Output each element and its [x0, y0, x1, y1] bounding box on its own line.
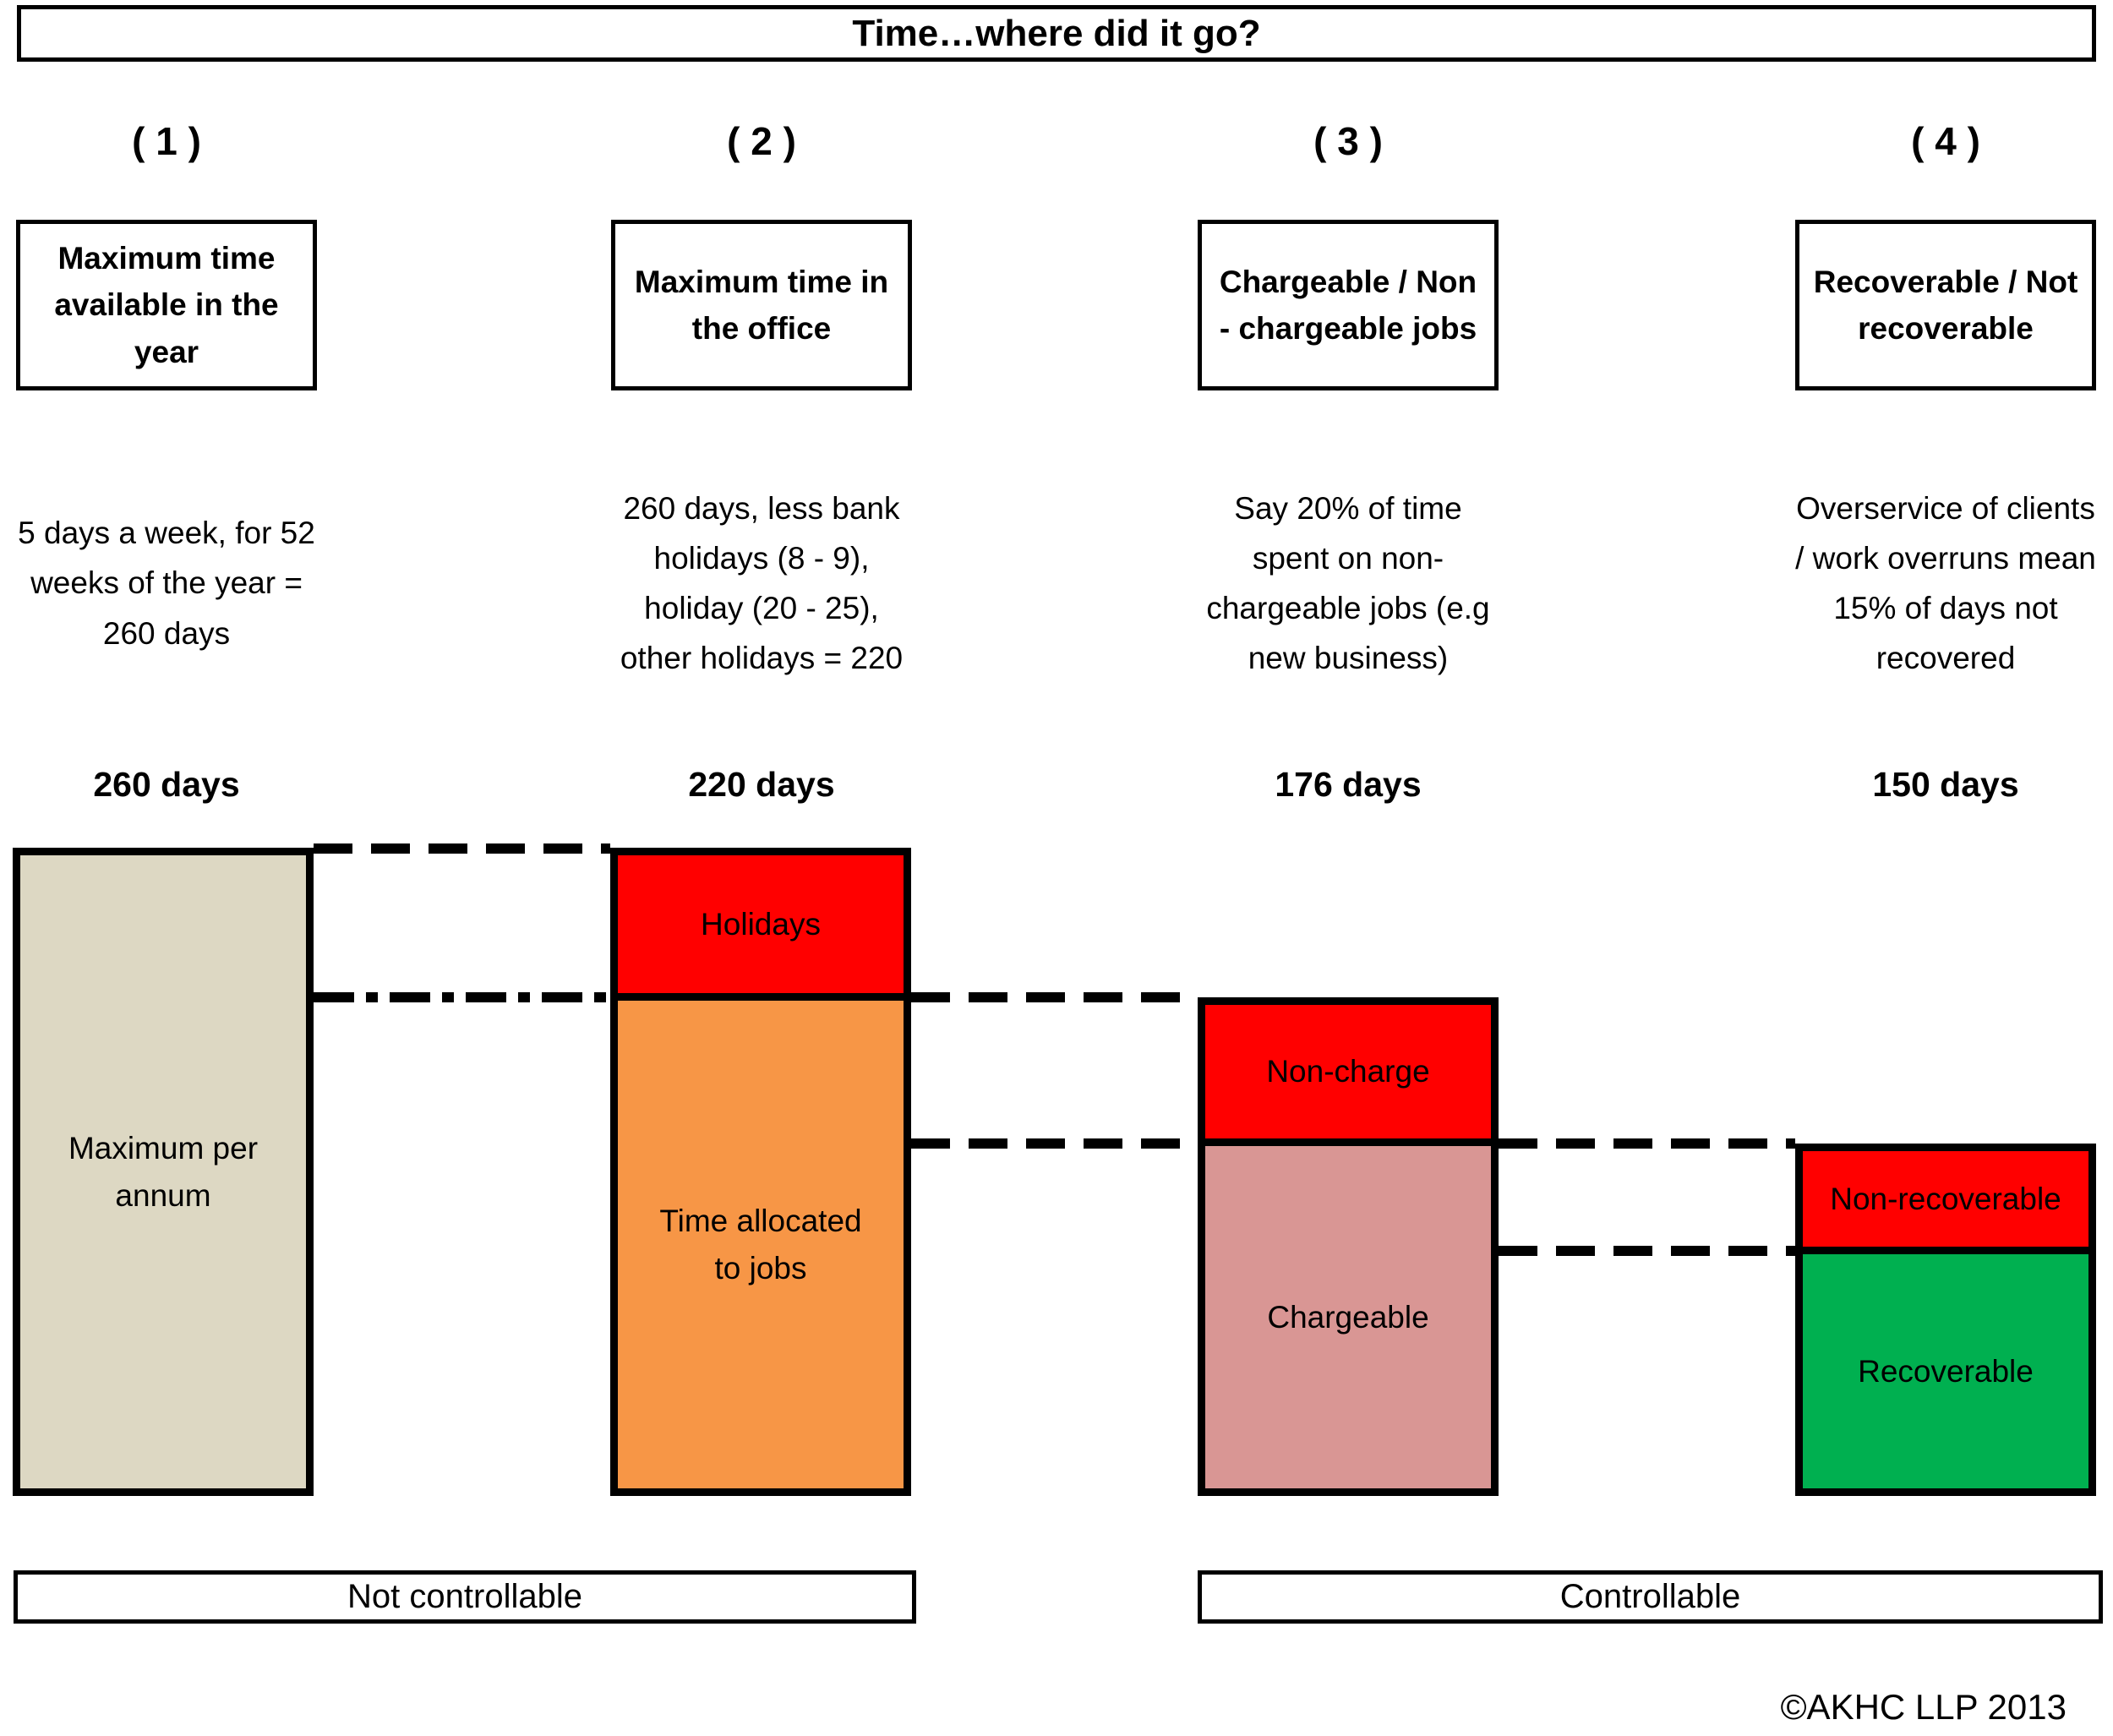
column-2-header-text: Maximum time in the office — [634, 264, 889, 347]
column-2-description-text: 260 days, less bank holidays (8 - 9), ho… — [620, 490, 904, 676]
column-2-description: 260 days, less bank holidays (8 - 9), ho… — [611, 423, 912, 744]
bar-segment-label: Time allocated to jobs — [659, 1204, 862, 1286]
bar-segment-non-recoverable: Non-recoverable — [1803, 1151, 2088, 1254]
column-3-days-label: 176 days — [1275, 765, 1422, 804]
column-4-days-label: 150 days — [1872, 765, 2019, 804]
bar-segment-label: Holidays — [701, 906, 821, 942]
column-4-header-box: Recoverable / Not recoverable — [1795, 220, 2096, 390]
column-2-header-box: Maximum time in the office — [611, 220, 912, 390]
column-4-description: Overservice of clients / work overruns m… — [1795, 423, 2096, 744]
bar-segment-label: Recoverable — [1858, 1353, 2034, 1389]
connector-176-dashed-line-right — [1499, 1138, 1795, 1149]
connector-260-dashed-line — [314, 843, 610, 854]
column-3-number: ( 3 ) — [1313, 119, 1383, 163]
bar-recoverable-split: Non-recoverable Recoverable — [1795, 1144, 2096, 1496]
not-controllable-label: Not controllable — [347, 1578, 582, 1615]
column-1-number: ( 1 ) — [132, 119, 201, 163]
column-4-description-text: Overservice of clients / work overruns m… — [1795, 490, 2096, 676]
column-3-header-text: Chargeable / Non - chargeable jobs — [1219, 264, 1477, 347]
column-3-description: Say 20% of time spent on non-chargeable … — [1198, 423, 1499, 744]
bar-segment-label: Non-recoverable — [1830, 1181, 2061, 1216]
connector-176-dashed-line-left — [911, 1138, 1198, 1149]
connector-220-dashdot-line — [314, 992, 610, 1002]
page-title: Time…where did it go? — [852, 12, 1261, 54]
column-4-header-text: Recoverable / Not recoverable — [1813, 264, 2078, 347]
copyright-text: ©AKHC LLP 2013 — [1780, 1687, 2067, 1727]
column-1-description-text: 5 days a week, for 52 weeks of the year … — [18, 516, 315, 651]
controllable-label: Controllable — [1559, 1578, 1741, 1615]
controllable-box: Controllable — [1198, 1570, 2103, 1624]
connector-220-dashed-line — [911, 992, 1198, 1002]
column-4-number: ( 4 ) — [1911, 119, 1980, 163]
bar-time-in-office: Holidays Time allocated to jobs — [610, 848, 911, 1496]
column-1-days-label: 260 days — [93, 765, 240, 804]
column-1-header-box: Maximum time available in the year — [16, 220, 317, 390]
column-2-number: ( 2 ) — [727, 119, 796, 163]
column-1-description: 5 days a week, for 52 weeks of the year … — [16, 423, 317, 744]
column-1-header-text: Maximum time available in the year — [54, 240, 279, 369]
bar-segment-maximum-per-annum: Maximum per annum — [20, 855, 306, 1488]
column-3-description-text: Say 20% of time spent on non-chargeable … — [1206, 490, 1490, 676]
column-2-days-label: 220 days — [688, 765, 835, 804]
bar-maximum-per-annum: Maximum per annum — [13, 848, 314, 1496]
bar-chargeable-split: Non-charge Chargeable — [1198, 997, 1499, 1496]
not-controllable-box: Not controllable — [14, 1570, 916, 1624]
bar-segment-recoverable: Recoverable — [1803, 1254, 2088, 1488]
bar-segment-label: Non-charge — [1266, 1054, 1430, 1089]
title-bar: Time…where did it go? — [17, 5, 2096, 62]
bar-segment-holidays: Holidays — [618, 855, 904, 1001]
bar-segment-label: Chargeable — [1267, 1299, 1429, 1335]
bar-segment-non-charge: Non-charge — [1205, 1005, 1491, 1146]
column-3-header-box: Chargeable / Non - chargeable jobs — [1198, 220, 1499, 390]
bar-segment-label: Maximum per annum — [68, 1131, 259, 1213]
bar-segment-chargeable: Chargeable — [1205, 1146, 1491, 1488]
bar-segment-time-allocated-to-jobs: Time allocated to jobs — [618, 1001, 904, 1488]
connector-150-dashed-line — [1499, 1246, 1795, 1256]
